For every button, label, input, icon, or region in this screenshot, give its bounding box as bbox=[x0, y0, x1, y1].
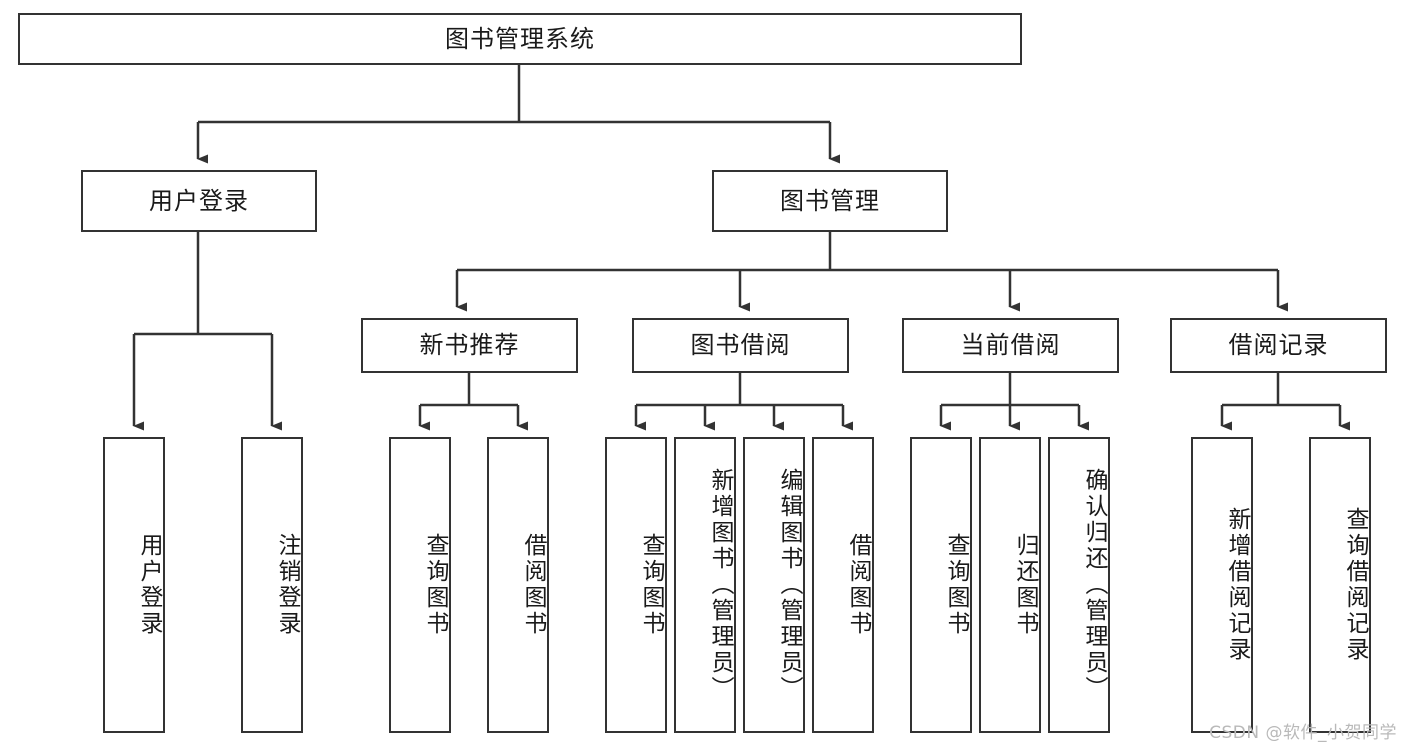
node-label: 借阅记录 bbox=[1228, 331, 1329, 360]
node-label: 查询图书 bbox=[638, 533, 664, 637]
node-root-book-management-system[interactable]: 图书管理系统 bbox=[18, 13, 1022, 65]
node-label: 查询图书 bbox=[943, 533, 969, 637]
leaf-current-borrow-return-book[interactable]: 归还图书 bbox=[979, 437, 1041, 733]
node-label: 查询借阅记录 bbox=[1342, 507, 1368, 663]
node-label: 用户登录 bbox=[136, 533, 162, 637]
node-label: 借阅图书 bbox=[845, 533, 871, 637]
leaf-book-borrow-query-book[interactable]: 查询图书 bbox=[605, 437, 667, 733]
leaf-book-borrow-add-book-admin[interactable]: 新增图书（管理员） bbox=[674, 437, 736, 733]
csdn-watermark: CSDN @软件_小贺同学 bbox=[1209, 723, 1397, 743]
leaf-current-borrow-confirm-return-admin[interactable]: 确认归还（管理员） bbox=[1048, 437, 1110, 733]
node-label: 新增借阅记录 bbox=[1224, 507, 1250, 663]
node-label: 当前借阅 bbox=[960, 331, 1061, 360]
node-label: 新增图书（管理员） bbox=[707, 468, 733, 702]
node-label: 借阅图书 bbox=[520, 533, 546, 637]
leaf-book-borrow-edit-book-admin[interactable]: 编辑图书（管理员） bbox=[743, 437, 805, 733]
node-label: 图书管理 bbox=[780, 186, 880, 215]
leaf-book-borrow-borrow-book[interactable]: 借阅图书 bbox=[812, 437, 874, 733]
leaf-user-login-login[interactable]: 用户登录 bbox=[103, 437, 165, 733]
node-label: 图书管理系统 bbox=[445, 24, 595, 53]
leaf-new-book-query-book[interactable]: 查询图书 bbox=[389, 437, 451, 733]
node-label: 查询图书 bbox=[422, 533, 448, 637]
node-current-borrow[interactable]: 当前借阅 bbox=[902, 318, 1119, 373]
node-label: 归还图书 bbox=[1012, 533, 1038, 637]
node-new-book-recommend[interactable]: 新书推荐 bbox=[361, 318, 578, 373]
node-book-borrow[interactable]: 图书借阅 bbox=[632, 318, 849, 373]
leaf-user-login-logout[interactable]: 注销登录 bbox=[241, 437, 303, 733]
node-user-login[interactable]: 用户登录 bbox=[81, 170, 317, 232]
node-label: 用户登录 bbox=[149, 186, 249, 215]
leaf-current-borrow-query-book[interactable]: 查询图书 bbox=[910, 437, 972, 733]
node-label: 编辑图书（管理员） bbox=[776, 468, 802, 702]
node-label: 注销登录 bbox=[274, 533, 300, 637]
node-book-management[interactable]: 图书管理 bbox=[712, 170, 948, 232]
leaf-new-book-borrow-book[interactable]: 借阅图书 bbox=[487, 437, 549, 733]
node-label: 图书借阅 bbox=[690, 331, 791, 360]
leaf-borrow-record-query-record[interactable]: 查询借阅记录 bbox=[1309, 437, 1371, 733]
node-borrow-record[interactable]: 借阅记录 bbox=[1170, 318, 1387, 373]
leaf-borrow-record-add-record[interactable]: 新增借阅记录 bbox=[1191, 437, 1253, 733]
node-label: 确认归还（管理员） bbox=[1081, 468, 1107, 702]
node-label: 新书推荐 bbox=[419, 331, 520, 360]
